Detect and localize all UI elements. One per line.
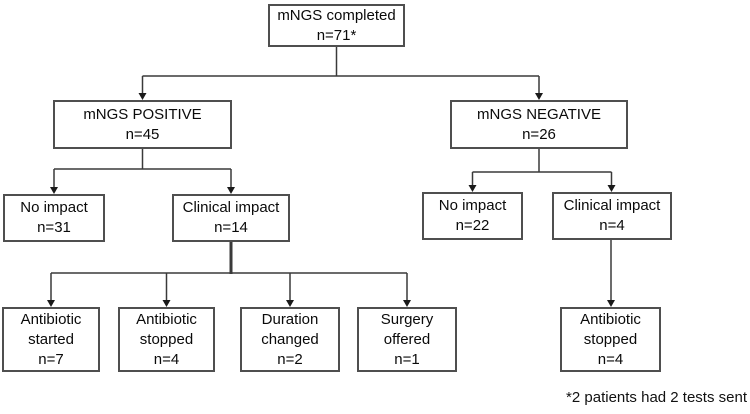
- node-count: n=7: [38, 350, 64, 368]
- node-antibiotic-stopped-positive: Antibiotic stopped n=4: [118, 307, 215, 372]
- node-label: stopped: [583, 330, 638, 348]
- node-count: n=71*: [316, 26, 357, 44]
- arrowhead: [468, 185, 477, 192]
- node-label: Antibiotic: [136, 310, 197, 328]
- arrowhead: [138, 93, 147, 100]
- node-label: Surgery: [380, 310, 434, 328]
- node-count: n=22: [455, 217, 490, 234]
- node-negative-clinical-impact: Clinical impact n=4: [552, 192, 672, 240]
- connector-clinical14-split: [50, 272, 408, 301]
- arrowhead: [607, 185, 616, 192]
- node-label: stopped: [139, 330, 194, 348]
- node-mngs-positive: mNGS POSITIVE n=45: [53, 100, 232, 149]
- node-label: Antibiotic: [580, 310, 641, 328]
- node-count: n=45: [125, 125, 160, 143]
- arrowhead: [607, 300, 615, 307]
- arrowhead: [162, 300, 171, 307]
- arrowhead: [47, 300, 55, 307]
- node-label: offered: [383, 330, 431, 348]
- connector-negative-split: [471, 149, 613, 186]
- node-negative-no-impact: No impact n=22: [422, 192, 523, 240]
- arrowhead: [227, 187, 235, 194]
- node-count: n=26: [522, 125, 556, 143]
- node-label: started: [28, 330, 74, 348]
- arrowhead: [535, 93, 543, 100]
- node-mngs-completed: mNGS completed n=71*: [268, 4, 405, 47]
- node-label: mNGS completed: [277, 6, 396, 24]
- node-label: Clinical impact: [182, 199, 280, 216]
- node-antibiotic-stopped-negative: Antibiotic stopped n=4: [560, 307, 661, 372]
- node-count: n=31: [37, 219, 71, 236]
- node-count: n=2: [277, 350, 303, 368]
- node-label: Antibiotic: [20, 310, 82, 328]
- node-count: n=4: [599, 217, 625, 234]
- node-label: No impact: [20, 199, 88, 216]
- node-label: No impact: [438, 197, 507, 214]
- connector-root-split: [141, 47, 540, 94]
- arrowhead: [286, 300, 294, 307]
- node-label: mNGS POSITIVE: [83, 105, 202, 123]
- node-label: Clinical impact: [563, 197, 661, 214]
- node-count: n=14: [214, 219, 248, 236]
- node-antibiotic-started: Antibiotic started n=7: [2, 307, 100, 372]
- node-count: n=4: [597, 350, 624, 368]
- node-count: n=4: [153, 350, 180, 368]
- node-duration-changed: Duration changed n=2: [240, 307, 340, 372]
- node-label: changed: [261, 330, 319, 348]
- connector-positive-split: [53, 149, 232, 188]
- node-surgery-offered: Surgery offered n=1: [357, 307, 457, 372]
- node-mngs-negative: mNGS NEGATIVE n=26: [450, 100, 628, 149]
- node-count: n=1: [394, 350, 420, 368]
- arrowhead: [403, 300, 411, 307]
- node-positive-no-impact: No impact n=31: [3, 194, 105, 242]
- footnote: *2 patients had 2 tests sent: [566, 389, 747, 406]
- node-label: mNGS NEGATIVE: [477, 105, 601, 123]
- arrowhead: [50, 187, 58, 194]
- node-positive-clinical-impact: Clinical impact n=14: [172, 194, 290, 242]
- node-label: Duration: [261, 310, 319, 328]
